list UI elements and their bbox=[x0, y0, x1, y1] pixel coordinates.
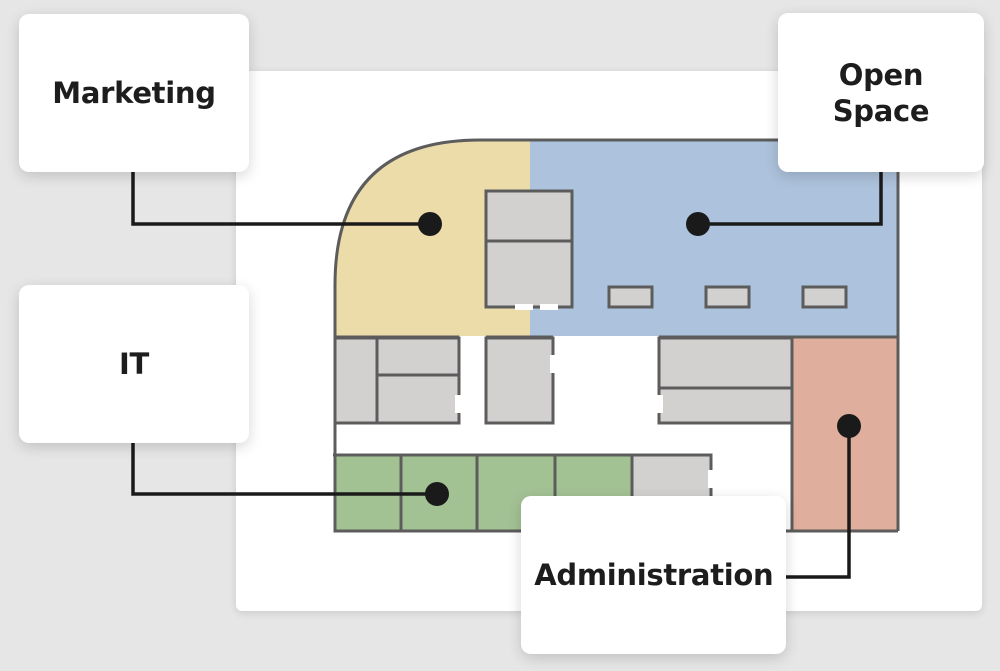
room-middle-upper bbox=[375, 336, 461, 377]
room-marketing-1 bbox=[484, 189, 574, 243]
label-card-it[interactable]: IT bbox=[19, 285, 249, 443]
room-middle-lower bbox=[375, 373, 461, 425]
room-west bbox=[333, 336, 379, 425]
desks bbox=[607, 285, 848, 309]
rooms bbox=[333, 189, 794, 533]
door-gaps bbox=[455, 304, 716, 488]
connector-marketing bbox=[131, 172, 430, 226]
desk-1 bbox=[607, 285, 654, 309]
room-east-upper bbox=[657, 336, 794, 390]
connector-it bbox=[131, 443, 437, 496]
label-marketing: Marketing bbox=[52, 76, 216, 110]
label-card-marketing[interactable]: Marketing bbox=[19, 14, 249, 172]
label-card-administration[interactable]: Administration bbox=[521, 496, 786, 654]
label-it: IT bbox=[119, 347, 149, 381]
marker-open-space bbox=[686, 212, 710, 236]
connector-open-space bbox=[698, 172, 883, 226]
marker-it bbox=[425, 482, 449, 506]
room-marketing-2 bbox=[484, 239, 574, 309]
connector-administration bbox=[786, 426, 851, 579]
desk-3 bbox=[801, 285, 848, 309]
room-east-lower bbox=[657, 386, 794, 425]
outer-wall bbox=[333, 138, 900, 533]
zone-boundaries bbox=[335, 335, 898, 531]
label-administration: Administration bbox=[534, 558, 774, 592]
marker-marketing bbox=[418, 212, 442, 236]
connectors bbox=[131, 172, 883, 579]
markers bbox=[418, 212, 861, 506]
room-center bbox=[484, 336, 555, 425]
label-open-space: Open Space bbox=[832, 57, 930, 128]
marker-administration bbox=[837, 414, 861, 438]
desk-2 bbox=[704, 285, 751, 309]
label-card-open-space[interactable]: Open Space bbox=[778, 13, 984, 172]
zone-marketing[interactable] bbox=[335, 140, 530, 336]
